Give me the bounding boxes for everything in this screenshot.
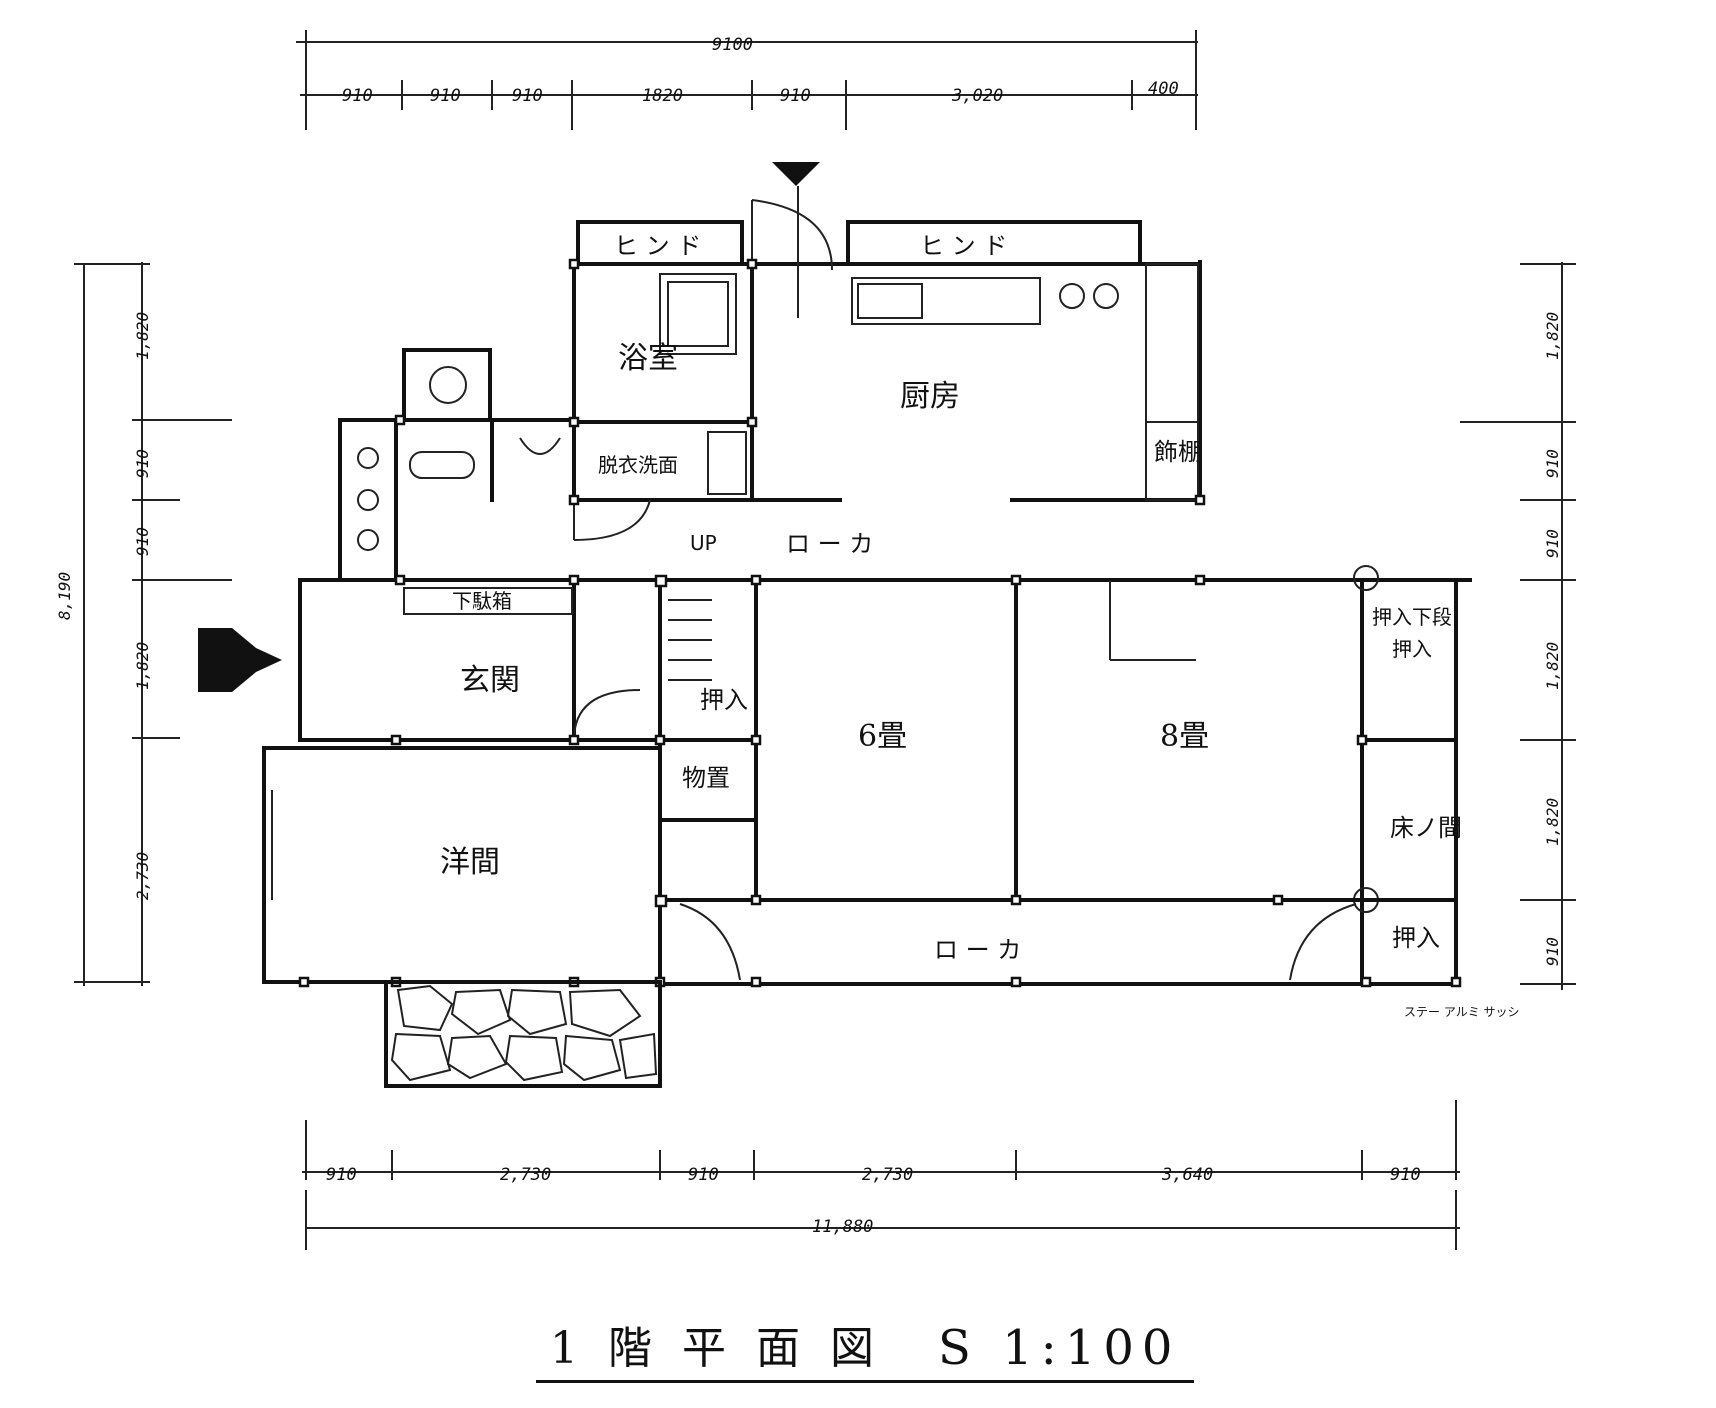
western-room: 洋間 (262, 746, 662, 984)
dim-top-3: 910 (512, 86, 543, 106)
toilet-block (338, 348, 651, 582)
dim-top-7: 400 (1148, 79, 1179, 99)
dim-bottom-3: 910 (688, 1165, 719, 1185)
up-label: UP (690, 531, 717, 555)
right-wing: 押入下段 押入 床ノ間 押入 ステー アルミ サッシ (1353, 565, 1520, 1019)
dim-left-5: 2,730 (133, 852, 152, 900)
dim-bottom-2: 2,730 (500, 1165, 551, 1185)
bottom-dimensions: 910 2,730 910 2,730 3,640 910 11,880 (302, 1100, 1460, 1250)
dim-top-5: 910 (780, 86, 811, 106)
corridor-bottom: ロ ー カ (658, 898, 1458, 986)
tatami-rooms: 6畳 8畳 (754, 578, 1364, 902)
room-storage: 物置 (682, 764, 730, 792)
main-entry-arrow-icon (198, 628, 282, 692)
room-tokonoma: 床ノ間 (1390, 814, 1462, 842)
dim-right-5: 1,820 (1543, 798, 1562, 846)
dim-right-3: 910 (1543, 529, 1562, 558)
dim-top-6: 3,020 (951, 86, 1003, 106)
corridor-bottom-label: ロ ー カ (934, 936, 1021, 964)
drawing-title: 1階平面図 S 1:100 (536, 1312, 1195, 1383)
dim-bottom-total: 11,880 (812, 1217, 873, 1237)
room-entrance: 玄関 (460, 663, 520, 698)
dim-top-2: 910 (430, 86, 461, 106)
dim-top-1: 910 (342, 86, 373, 106)
room-shelf: 飾棚 (1154, 438, 1202, 466)
dim-left-2: 910 (133, 449, 152, 478)
service-entry-arrow-icon (772, 162, 820, 186)
dim-top-total: 9100 (712, 35, 753, 55)
dim-left-total: 8,190 (55, 572, 74, 620)
corridor-top-label: ロ ー カ (786, 530, 873, 558)
room-kitchen: 厨房 (900, 379, 960, 414)
entrance-block: 下駄箱 玄関 (298, 578, 662, 742)
room-dressing: 脱衣洗面 (598, 453, 678, 477)
corridor-top: UP ロ ー カ (298, 530, 1472, 582)
dim-bottom-5: 3,640 (1161, 1165, 1213, 1185)
closet-a-label: 押入 (700, 686, 748, 714)
upper-closet-label: 押入下段 (1372, 605, 1452, 629)
dim-left-1: 1,820 (133, 312, 152, 360)
title-main: 1階平面図 (550, 1323, 904, 1374)
stone-porch (384, 980, 662, 1088)
dim-left-4: 1,820 (133, 642, 152, 690)
dim-top-4: 1820 (642, 86, 683, 106)
room-six-mat: 6畳 (858, 719, 907, 754)
upper-block: ヒ ン ド ヒ ン ド 浴室 厨房 脱衣洗面 飾棚 (572, 186, 1202, 502)
closet-b-label: 押入 (1392, 637, 1432, 661)
dim-right-6: 910 (1543, 937, 1562, 966)
room-eight-mat: 8畳 (1160, 719, 1209, 754)
dim-left-3: 910 (133, 527, 152, 556)
bath-door-label: ヒ ン ド (614, 232, 701, 260)
top-dimensions: 9100 910 910 910 1820 910 3,020 400 (296, 30, 1198, 130)
title-scale: S 1:100 (938, 1320, 1181, 1376)
dim-right-1: 1,820 (1543, 312, 1562, 360)
room-western: 洋間 (440, 845, 500, 880)
room-bath: 浴室 (618, 341, 678, 376)
left-dimensions: 8,190 1,820 910 910 1,820 2,730 (55, 262, 232, 986)
posts (298, 258, 1462, 988)
dim-right-4: 1,820 (1543, 642, 1562, 690)
dim-bottom-4: 2,730 (862, 1165, 913, 1185)
dim-bottom-6: 910 (1390, 1165, 1421, 1185)
porch-note: ステー アルミ サッシ (1404, 1005, 1520, 1019)
kitchen-door-label: ヒ ン ド (920, 232, 1007, 260)
dim-right-2: 910 (1543, 449, 1562, 478)
dim-bottom-1: 910 (326, 1165, 357, 1185)
right-dimensions: 1,820 910 910 1,820 1,820 910 (1460, 262, 1576, 990)
shoe-rack-label: 下駄箱 (452, 589, 512, 613)
closet-c-label: 押入 (1392, 924, 1440, 952)
